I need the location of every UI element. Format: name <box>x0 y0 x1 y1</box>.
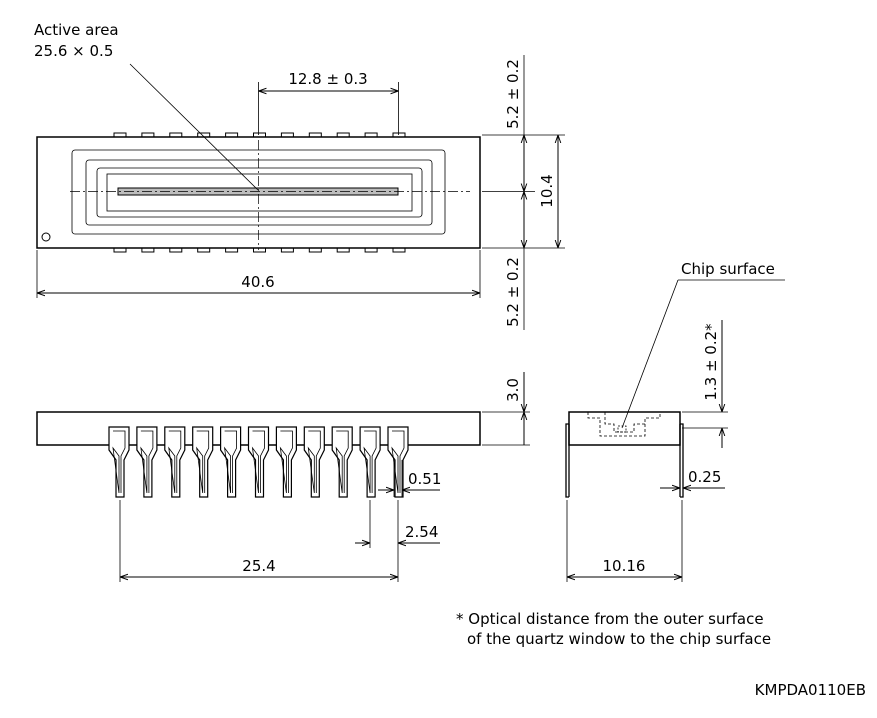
lead-inner-contour <box>140 430 154 494</box>
chip-surface-label: Chip surface <box>681 260 775 278</box>
lead-inner-contour <box>363 430 377 494</box>
end-lead-left <box>565 423 569 498</box>
lead-inner-contour <box>112 430 126 494</box>
active-area-size: 25.6 × 0.5 <box>34 42 113 60</box>
side-view-pins <box>108 426 409 498</box>
active-area-leader <box>129 63 259 191</box>
lead-inner-contour <box>168 430 182 494</box>
lead-inner-contour <box>251 430 265 494</box>
footnote-line-2: of the quartz window to the chip surface <box>467 630 771 648</box>
dim-thickness-label: 3.0 <box>504 378 522 402</box>
lead-inner-contour <box>279 430 293 494</box>
side-view: 3.0 0.51 2.54 25.4 <box>36 372 530 582</box>
chip-surface-leader <box>621 279 679 429</box>
chip-cavity <box>587 412 661 437</box>
quartz-window <box>96 167 423 218</box>
chip-cavity-inner <box>604 412 645 433</box>
package-outline-end <box>568 411 681 446</box>
end-view: Chip surface 1.3 ± 0.2* 0.25 10.16 <box>565 260 785 582</box>
end-lead-right <box>680 423 684 498</box>
dim-pitch-label: 2.54 <box>405 523 438 541</box>
dim-row-span-label: 25.4 <box>242 557 275 575</box>
top-view: Active area 25.6 × 0.5 12.8 ± 0.3 5.2 ± … <box>34 21 565 330</box>
dim-row-spacing-label: 10.16 <box>603 557 646 575</box>
drawing-code: KMPDA0110EB <box>755 681 866 699</box>
lead-inner-contour <box>224 430 237 494</box>
dim-length-label: 40.6 <box>241 273 274 291</box>
dim-margin-top-label: 5.2 ± 0.2 <box>504 59 522 129</box>
dim-optical-label: 1.3 ± 0.2* <box>702 323 720 401</box>
chip-die <box>617 425 627 433</box>
dim-height-label: 10.4 <box>538 174 556 207</box>
footnote-line-1: * Optical distance from the outer surfac… <box>456 610 764 628</box>
dim-pin-width-label: 0.51 <box>408 470 441 488</box>
dim-lead-thickness-label: 0.25 <box>688 468 721 486</box>
dim-pin-spacing-top-label: 12.8 ± 0.3 <box>288 70 367 88</box>
dim-margin-bottom-label: 5.2 ± 0.2 <box>504 257 522 327</box>
pin1-index-mark <box>41 232 51 242</box>
active-area-title: Active area <box>34 21 119 39</box>
lead-inner-contour <box>335 430 349 494</box>
frame-middle <box>85 159 433 226</box>
lead-inner-contour <box>391 430 405 494</box>
chip-outline <box>106 173 413 212</box>
lead-inner-contour <box>307 430 321 494</box>
lead-inner-contour <box>196 430 210 494</box>
